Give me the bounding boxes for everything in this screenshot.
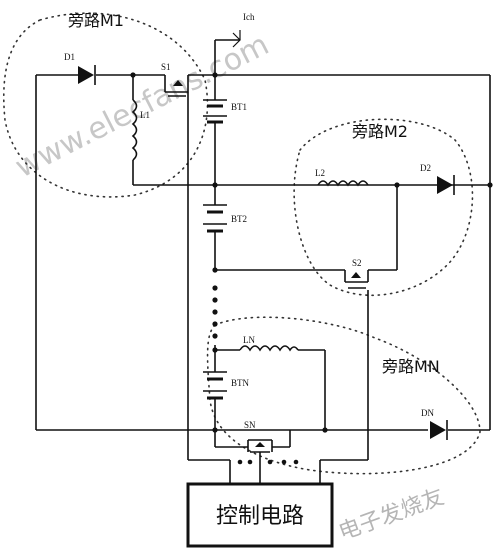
control-circuit-box — [186, 482, 334, 548]
bypass-m2-outline — [293, 118, 474, 297]
label-bypass-m1: 旁路M1 — [68, 11, 124, 30]
switch-s1 — [164, 75, 189, 97]
label-sn: SN — [244, 420, 256, 430]
label-bypass-mn: 旁路MN — [382, 357, 440, 376]
switch-sn — [247, 439, 273, 453]
inductor-l2 — [317, 180, 369, 187]
label-d2: D2 — [420, 163, 431, 173]
label-s2: S2 — [352, 258, 362, 268]
junction-dots — [130, 72, 493, 433]
label-bt1: BT1 — [231, 102, 247, 112]
diode-d1 — [78, 65, 96, 85]
label-l2: L2 — [315, 168, 325, 178]
series-ellipsis — [212, 285, 218, 339]
battery-btn — [203, 371, 227, 408]
control-circuit-label: 控制电路 — [216, 504, 304, 529]
label-ich: Ich — [243, 12, 255, 22]
brand-watermark: 电子发烧友 — [336, 485, 448, 546]
label-d1: D1 — [64, 52, 75, 62]
label-bypass-m2: 旁路M2 — [352, 122, 408, 141]
battery-bt2 — [203, 204, 227, 240]
label-dn: DN — [421, 408, 434, 418]
switch-s2 — [345, 272, 368, 289]
inductor-l1 — [131, 99, 138, 161]
label-s1: S1 — [161, 62, 171, 72]
diode-dn — [430, 420, 448, 440]
label-btn: BTN — [231, 378, 250, 388]
label-ln: LN — [243, 335, 255, 345]
battery-bt1 — [203, 99, 227, 130]
diode-d2 — [437, 175, 455, 195]
label-l1: L1 — [140, 110, 150, 120]
bypass-m1-outline — [2, 12, 209, 198]
inductor-ln — [239, 345, 299, 352]
control-line-ellipsis — [237, 459, 299, 465]
wiring — [35, 30, 491, 484]
label-bt2: BT2 — [231, 214, 247, 224]
